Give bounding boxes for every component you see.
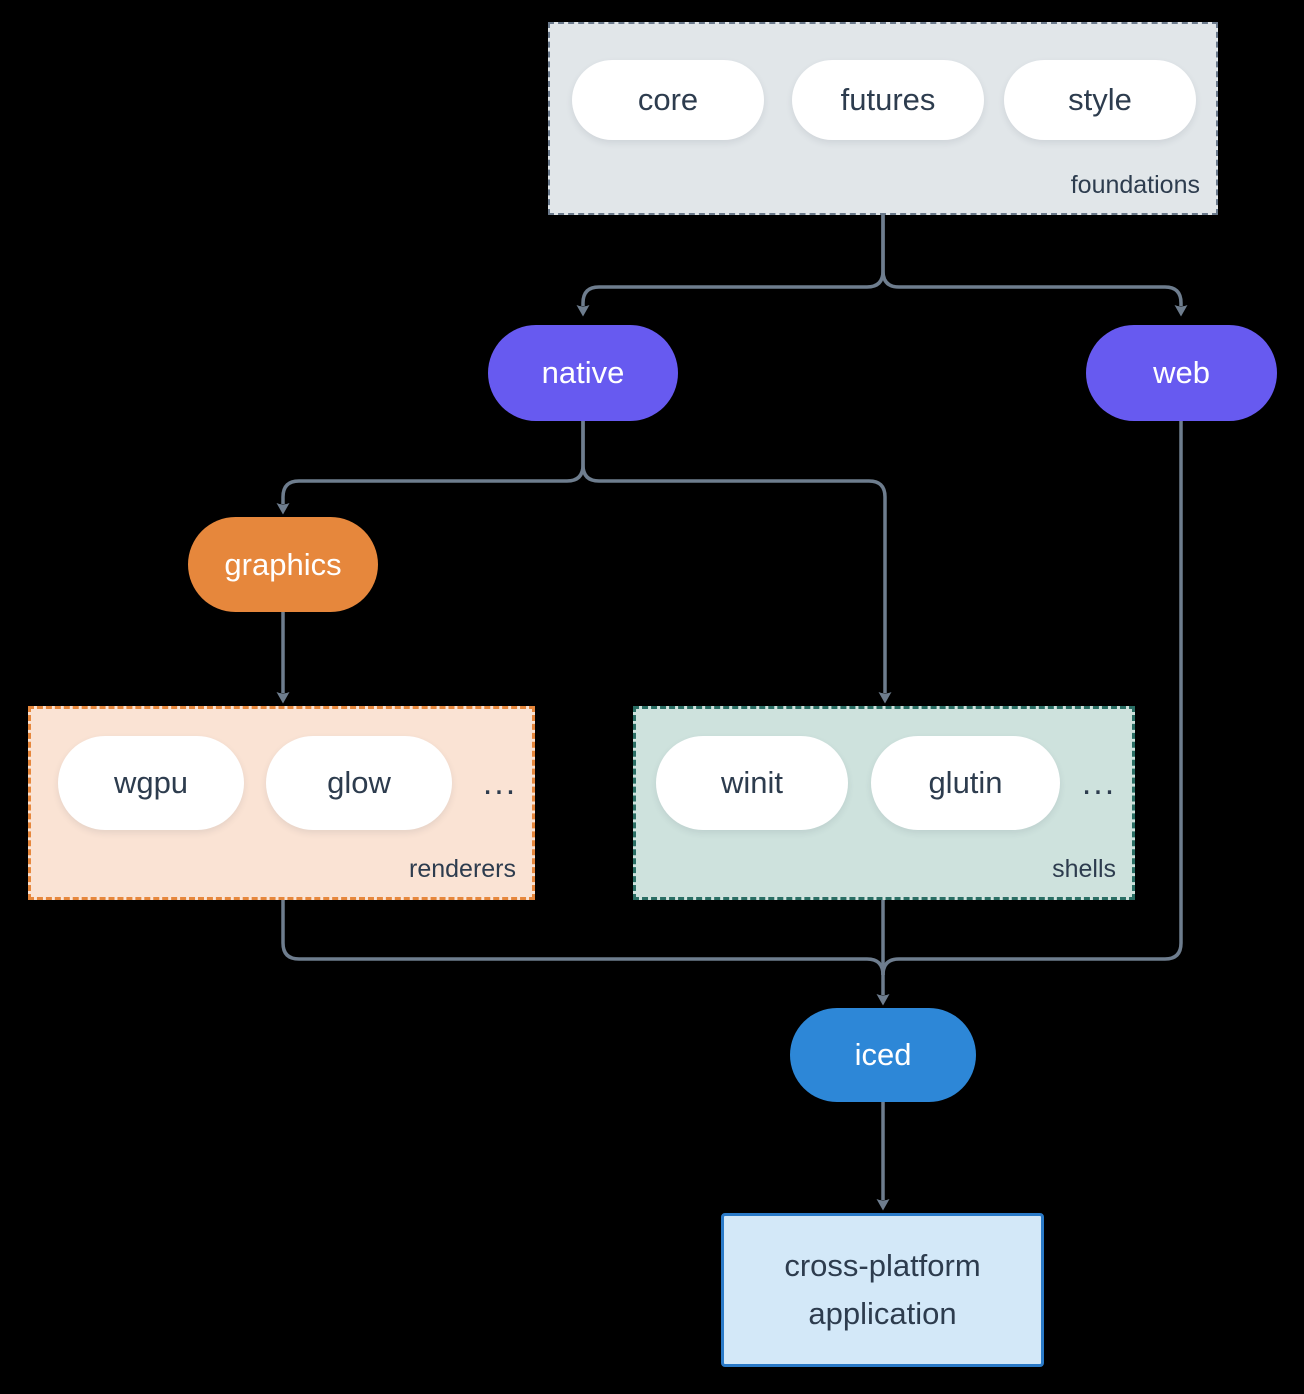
edge-native-graphics [276, 421, 585, 515]
node-graphics: graphics [188, 517, 378, 612]
node-winit-label: winit [720, 765, 783, 800]
node-winit: winit [656, 736, 848, 830]
node-futures-label: futures [840, 82, 936, 117]
node-glutin: glutin [871, 736, 1060, 830]
node-style-label: style [1068, 82, 1132, 117]
node-glow: glow [266, 736, 452, 830]
group-shells: winit glutin ... shells [633, 706, 1135, 900]
edge-renderers-iced [281, 900, 885, 976]
edge-native-shells [581, 421, 892, 704]
node-glutin-label: glutin [928, 765, 1003, 800]
node-glow-label: glow [327, 765, 391, 800]
node-wgpu: wgpu [58, 736, 244, 830]
node-core-label: core [637, 82, 699, 117]
node-web: web [1086, 325, 1277, 421]
renderers-ellipsis: ... [482, 763, 518, 802]
group-shells-label: shells [1052, 855, 1116, 883]
node-iced-label: iced [854, 1037, 912, 1072]
group-foundations: core futures style foundations [548, 22, 1218, 215]
node-style: style [1004, 60, 1196, 140]
group-foundations-label: foundations [1070, 171, 1200, 199]
shells-ellipsis: ... [1081, 763, 1117, 802]
node-iced: iced [790, 1008, 976, 1102]
node-application-label: cross-platform application [784, 1247, 981, 1331]
node-core: core [572, 60, 764, 140]
edge-foundations-native [576, 215, 885, 317]
node-futures: futures [792, 60, 984, 140]
edge-web-iced [881, 421, 1183, 976]
node-native-label: native [541, 355, 625, 390]
edge-foundations-web [881, 215, 1188, 317]
node-graphics-label: graphics [224, 546, 342, 582]
node-native: native [488, 325, 678, 421]
node-cross-platform-application: cross-platform application [721, 1213, 1044, 1367]
group-renderers: wgpu glow ... renderers [28, 706, 535, 900]
node-web-label: web [1153, 355, 1210, 390]
node-wgpu-label: wgpu [113, 765, 189, 800]
group-renderers-label: renderers [409, 855, 516, 883]
